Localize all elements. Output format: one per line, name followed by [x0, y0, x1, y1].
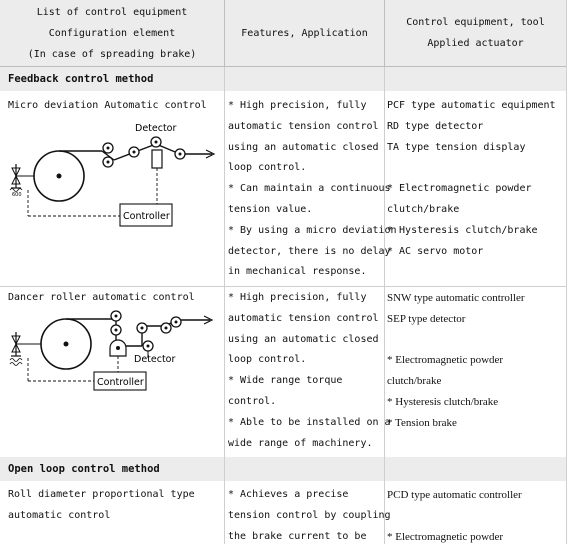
header-col2-text: Features, Application: [241, 27, 368, 39]
row1-equipment-line: RD type detector: [387, 120, 484, 132]
row1-equipment: PCF type automatic equipment RD type det…: [387, 96, 567, 262]
header-col1-line3: (In case of spreading brake): [27, 48, 197, 60]
row1-equipment-line: PCF type automatic equipment: [387, 100, 556, 111]
section-open-loop-control: Open loop control method: [0, 457, 566, 481]
row3-equipment-line: PCD type automatic controller: [387, 489, 522, 501]
row2-equipment-line: clutch/brake: [387, 375, 442, 388]
controller-label-1: Controller: [123, 211, 170, 222]
row3-name-line: Roll diameter proportional type: [8, 489, 195, 500]
row1-equipment-line: clutch/brake: [387, 203, 460, 215]
header-col1-line2: Configuration element: [48, 27, 176, 39]
row2-equipment-line: SEP type detector: [387, 312, 466, 325]
row3-equipment: PCD type automatic controller * Electrom…: [387, 485, 567, 547]
header-features-application: Features, Application: [225, 0, 385, 67]
header-control-equipment: Control equipment, tool Applied actuator: [385, 0, 566, 67]
detector-label-2: Detector: [134, 354, 175, 365]
row2-feature-line: control.: [228, 395, 277, 407]
row2-equipment-line: * Electromagnetic powder: [387, 354, 504, 367]
row3-feature-line: * Achieves a precise: [228, 489, 349, 500]
header-col1-line1: List of control equipment: [36, 6, 188, 18]
row2-equipment-line: [387, 330, 567, 351]
row1-equipment-line: [387, 158, 567, 179]
header-configuration-element: List of control equipment Configuration …: [0, 0, 225, 67]
micro-deviation-diagram: 600 Detector Controller: [9, 123, 216, 227]
row2-equipment-line: * Hysteresis clutch/brake: [387, 395, 499, 408]
row1-features: * High precision, fully automatic tensio…: [228, 96, 397, 283]
section-feedback-control: Feedback control method: [0, 67, 566, 91]
row1-feature-line: tension value.: [228, 203, 313, 215]
row2-equipment-line: * Tension brake: [387, 416, 457, 429]
header-col3-line2: Applied actuator: [427, 38, 524, 49]
header-col3-line1: Control equipment, tool: [406, 17, 545, 28]
row2-feature-line: * High precision, fully: [228, 292, 367, 303]
row1-feature-line: using an automatic closed: [228, 141, 379, 153]
row1-name: Micro deviation Automatic control: [8, 100, 207, 111]
row2-feature-line: * Wide range torque: [228, 375, 343, 387]
row3-name-line: automatic control: [8, 509, 111, 521]
row2-equipment-line: SNW type automatic controller: [387, 292, 525, 304]
table-right-edge: [566, 0, 567, 544]
row1-equipment-line: * Hysteresis clutch/brake: [387, 224, 538, 236]
row2-feature-line: * Able to be installed on a: [228, 416, 391, 428]
row1-equipment-line: TA type tension display: [387, 141, 526, 153]
row-divider: [0, 286, 566, 287]
row1-feature-line: loop control.: [228, 162, 307, 174]
row1-feature-line: detector, there is no delay: [228, 245, 391, 257]
row1-equipment-line: * Electromagnetic powder: [387, 183, 532, 195]
row1-feature-line: * By using a micro deviation: [228, 224, 397, 236]
controller-label-2: Controller: [97, 377, 144, 388]
row2-equipment: SNW type automatic controller SEP type d…: [387, 288, 567, 434]
svg-text:600: 600: [12, 192, 22, 198]
column-divider: [384, 67, 385, 544]
row3-features: * Achieves a precise tension control by …: [228, 485, 391, 547]
row3-feature-line: tension control by coupling: [228, 509, 391, 521]
row2-name: Dancer roller automatic control: [8, 292, 195, 303]
row1-feature-line: in mechanical response.: [228, 266, 367, 278]
row1-equipment-line: * AC servo motor: [387, 245, 484, 257]
row1-feature-line: automatic tension control: [228, 120, 379, 132]
detector-label-1: Detector: [135, 123, 176, 134]
row2-feature-line: automatic tension control: [228, 312, 379, 324]
row2-feature-line: loop control.: [228, 354, 307, 366]
row3-equipment-line: * Electromagnetic powder: [387, 530, 504, 543]
row1-feature-line: * Can maintain a continuous: [228, 183, 391, 195]
row1-feature-line: * High precision, fully: [228, 100, 367, 111]
row2-features: * High precision, fully automatic tensio…: [228, 288, 391, 454]
row2-feature-line: using an automatic closed: [228, 333, 379, 345]
column-divider: [224, 67, 225, 544]
row3-feature-line: the brake current to be: [228, 530, 367, 542]
row3-equipment-line: [387, 506, 567, 527]
row2-feature-line: wide range of machinery.: [228, 437, 373, 449]
row3-name: Roll diameter proportional type automati…: [8, 485, 224, 527]
dancer-roller-diagram: Detector Controller: [9, 310, 214, 391]
